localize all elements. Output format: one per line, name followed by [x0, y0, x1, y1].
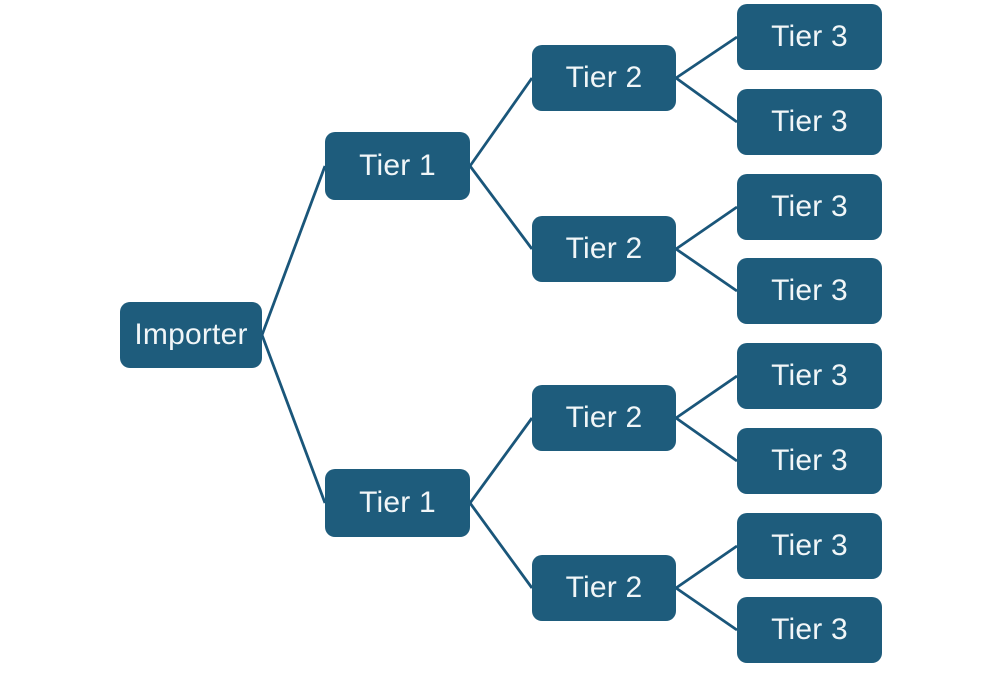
connector-line — [675, 374, 738, 420]
node-label: Tier 1 — [359, 486, 436, 519]
node-label: Tier 3 — [771, 274, 848, 307]
connector-line — [675, 76, 738, 124]
node-label: Tier 3 — [771, 190, 848, 223]
node-label: Tier 3 — [771, 105, 848, 138]
node-tier3-4: Tier 3 — [737, 258, 882, 324]
node-label: Tier 2 — [565, 232, 643, 265]
node-tier1-top: Tier 1 — [325, 132, 470, 200]
connector-line — [675, 247, 738, 293]
node-tier2-1: Tier 2 — [532, 45, 676, 111]
connector-line — [675, 586, 738, 632]
node-tier2-2: Tier 2 — [532, 216, 676, 282]
node-label: Importer — [134, 318, 248, 351]
node-label: Tier 3 — [771, 20, 848, 53]
node-tier3-3: Tier 3 — [737, 174, 882, 240]
node-tier2-4: Tier 2 — [532, 555, 676, 621]
connector-line — [675, 205, 738, 251]
connector-line — [675, 35, 738, 80]
node-label: Tier 2 — [565, 401, 643, 434]
node-label: Tier 2 — [565, 61, 643, 94]
node-importer: Importer — [120, 302, 262, 368]
connector-line — [468, 77, 534, 167]
node-tier3-1: Tier 3 — [737, 4, 882, 70]
node-tier3-7: Tier 3 — [737, 513, 882, 579]
connector-line — [468, 417, 534, 504]
connector-line — [468, 502, 534, 589]
node-label: Tier 3 — [771, 359, 848, 392]
node-tier1-bottom: Tier 1 — [325, 469, 470, 537]
connector-line — [260, 334, 327, 504]
connector-line — [468, 165, 534, 250]
node-label: Tier 3 — [771, 613, 848, 646]
connector-line — [675, 416, 738, 463]
node-tier3-8: Tier 3 — [737, 597, 882, 663]
connector-line — [675, 544, 738, 590]
node-tier3-6: Tier 3 — [737, 428, 882, 494]
node-tier3-5: Tier 3 — [737, 343, 882, 409]
node-label: Tier 1 — [359, 149, 436, 182]
node-tier2-3: Tier 2 — [532, 385, 676, 451]
node-label: Tier 3 — [771, 529, 848, 562]
node-tier3-2: Tier 3 — [737, 89, 882, 155]
connector-line — [260, 165, 327, 336]
node-label: Tier 2 — [565, 571, 643, 604]
node-label: Tier 3 — [771, 444, 848, 477]
